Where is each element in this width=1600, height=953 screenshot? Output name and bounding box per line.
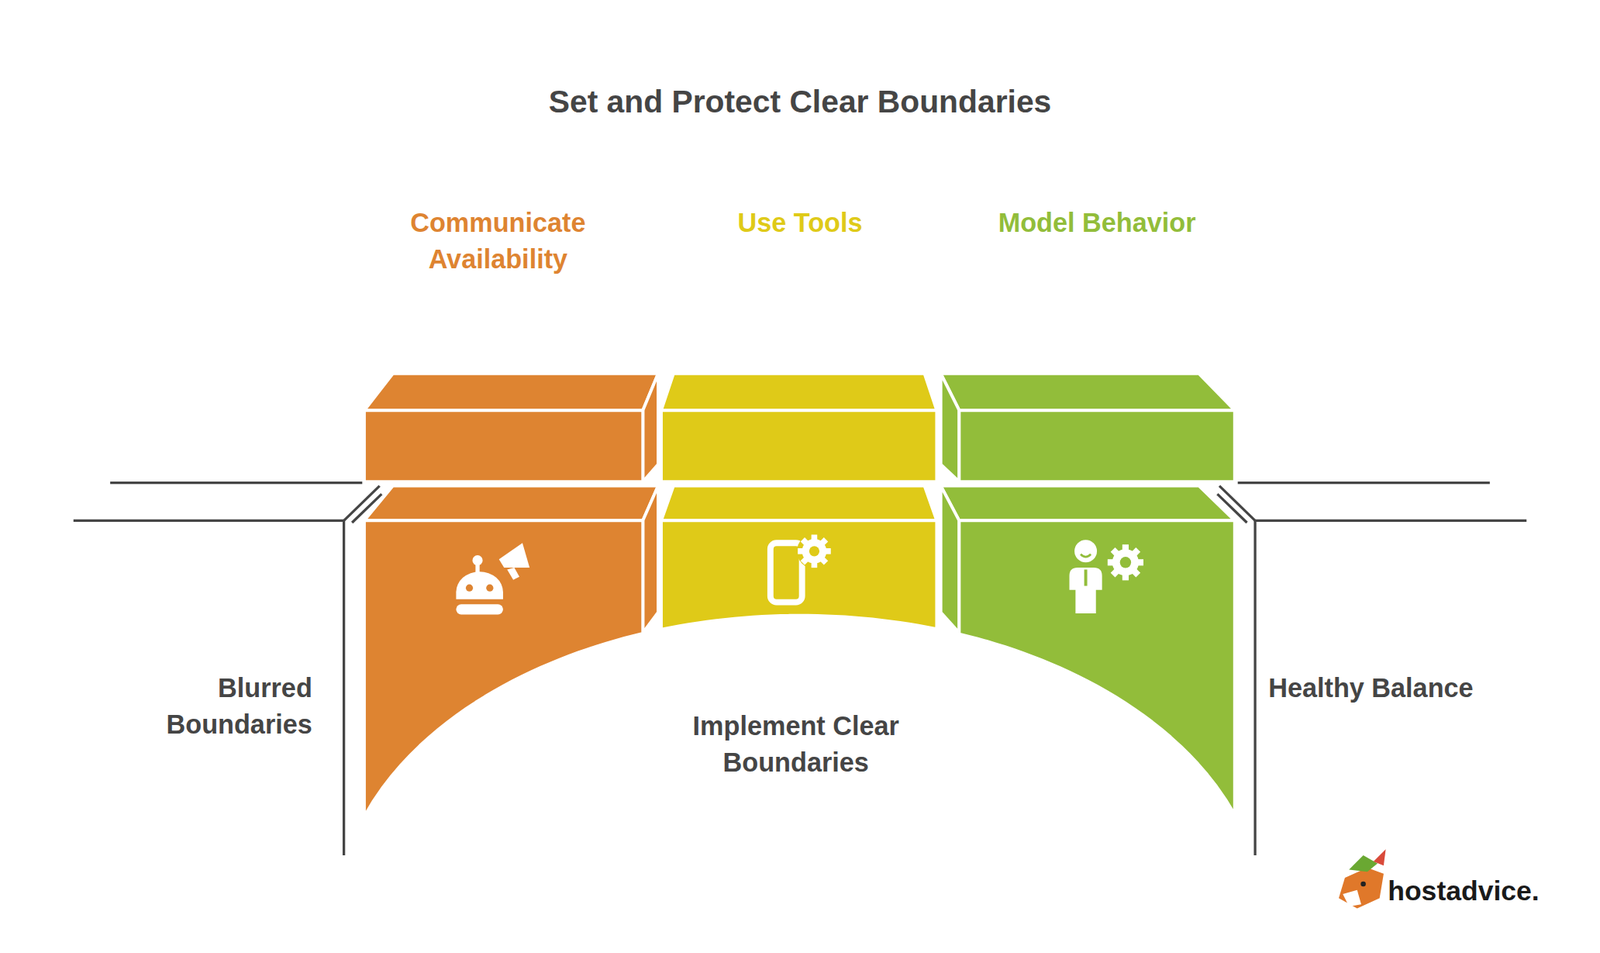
side-label: Blurred Boundaries bbox=[118, 669, 313, 744]
bridge-column: Model Behavior bbox=[941, 203, 1235, 821]
person-body bbox=[1069, 567, 1103, 614]
person-head bbox=[1074, 539, 1097, 563]
block-front-face bbox=[958, 410, 1235, 482]
gear-body bbox=[1112, 548, 1139, 576]
arch-front-face bbox=[958, 520, 1235, 814]
arch-front-face bbox=[661, 520, 937, 629]
block-side-face bbox=[642, 373, 659, 483]
column-faces bbox=[941, 373, 1235, 815]
fox-eye bbox=[1360, 881, 1366, 887]
robot-dome bbox=[455, 571, 504, 600]
robot-eye bbox=[486, 584, 494, 592]
person-smile bbox=[1080, 554, 1091, 557]
gear-icon bbox=[1107, 544, 1144, 580]
block-front-face bbox=[661, 410, 937, 482]
block-front-face bbox=[364, 410, 643, 482]
person-tie bbox=[1084, 569, 1088, 587]
column-shape bbox=[941, 203, 1235, 821]
phone-settings-icon bbox=[770, 533, 832, 602]
robot-eye bbox=[465, 584, 473, 592]
arch-label: Implement Clear Boundaries bbox=[658, 706, 934, 781]
fox-head bbox=[1338, 867, 1384, 909]
megaphone-robot-icon bbox=[455, 542, 530, 614]
robot-base bbox=[455, 603, 504, 614]
block-top-face bbox=[364, 373, 659, 411]
arch-top-face bbox=[364, 486, 659, 521]
fox-hat bbox=[1348, 855, 1378, 872]
megaphone bbox=[499, 542, 530, 568]
arch-side-face bbox=[941, 486, 960, 634]
fox-mascot bbox=[1338, 848, 1387, 908]
column-faces bbox=[364, 373, 659, 817]
megaphone-handle bbox=[506, 567, 520, 580]
gear-gap bbox=[796, 533, 832, 569]
road-line bbox=[110, 481, 363, 484]
road-lines bbox=[73, 482, 1527, 856]
column-heading: Model Behavior bbox=[974, 203, 1220, 241]
gear-body bbox=[802, 538, 828, 564]
road-line bbox=[1237, 481, 1490, 484]
arch-side-face bbox=[642, 486, 659, 634]
gear-hole bbox=[809, 545, 820, 556]
column-shape bbox=[364, 203, 659, 821]
arch-top-face bbox=[941, 486, 1235, 521]
abutment-line bbox=[73, 520, 345, 856]
watermark: hostadvice. bbox=[1387, 872, 1572, 909]
fox-cheek bbox=[1342, 889, 1362, 907]
block-top-face bbox=[941, 373, 1235, 411]
person-settings-icon bbox=[1069, 539, 1144, 614]
column-faces bbox=[661, 373, 937, 630]
diagram-title: Set and Protect Clear Boundaries bbox=[0, 83, 1600, 121]
block-side-face bbox=[941, 373, 960, 483]
column-heading: Use Tools bbox=[677, 203, 923, 241]
gear-hole bbox=[1120, 556, 1132, 568]
side-label: Healthy Balance bbox=[1268, 669, 1575, 707]
arch-front-face bbox=[364, 520, 643, 817]
bridge-column: Communicate Availability bbox=[364, 203, 659, 821]
fox-feather bbox=[1373, 848, 1387, 866]
block-top-face bbox=[661, 373, 937, 411]
column-heading: Communicate Availability bbox=[375, 203, 621, 278]
gear-icon bbox=[797, 534, 832, 568]
arch-top-face bbox=[661, 486, 937, 521]
